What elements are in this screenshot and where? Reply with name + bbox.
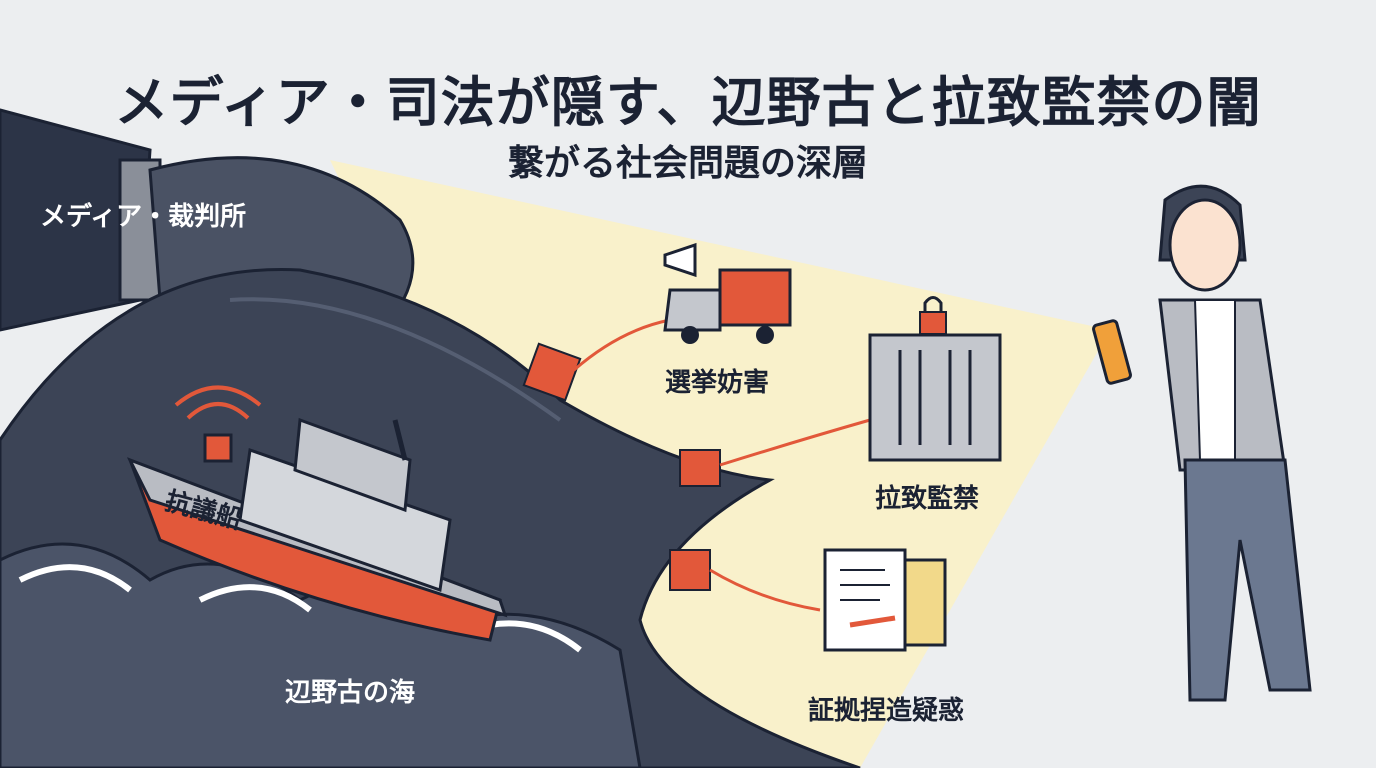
protest-boat	[126, 385, 508, 642]
abduction-confinement-label: 拉致監禁	[875, 484, 980, 514]
puzzle-piece-icon	[669, 549, 711, 591]
evidence-fabrication-label: 証拠捏造疑惑	[808, 696, 965, 726]
election-obstruction-label: 選挙妨害	[665, 368, 770, 398]
document-icon	[823, 548, 947, 652]
page-subtitle: 繋がる社会問題の深層	[507, 143, 868, 184]
puzzle-piece-icon	[679, 449, 721, 487]
henoko-sea-label: 辺野古の海	[285, 678, 416, 708]
woman-with-phone	[1092, 184, 1312, 702]
megaphone-truck-icon	[663, 242, 792, 344]
puzzle-piece-icon	[522, 342, 582, 402]
locked-cage-icon	[868, 296, 1002, 462]
media-court-label: メディア・裁判所	[40, 202, 247, 232]
sea-waves	[0, 542, 642, 768]
page-title: メディア・司法が隠す、辺野古と拉致監禁の闇	[114, 71, 1262, 134]
